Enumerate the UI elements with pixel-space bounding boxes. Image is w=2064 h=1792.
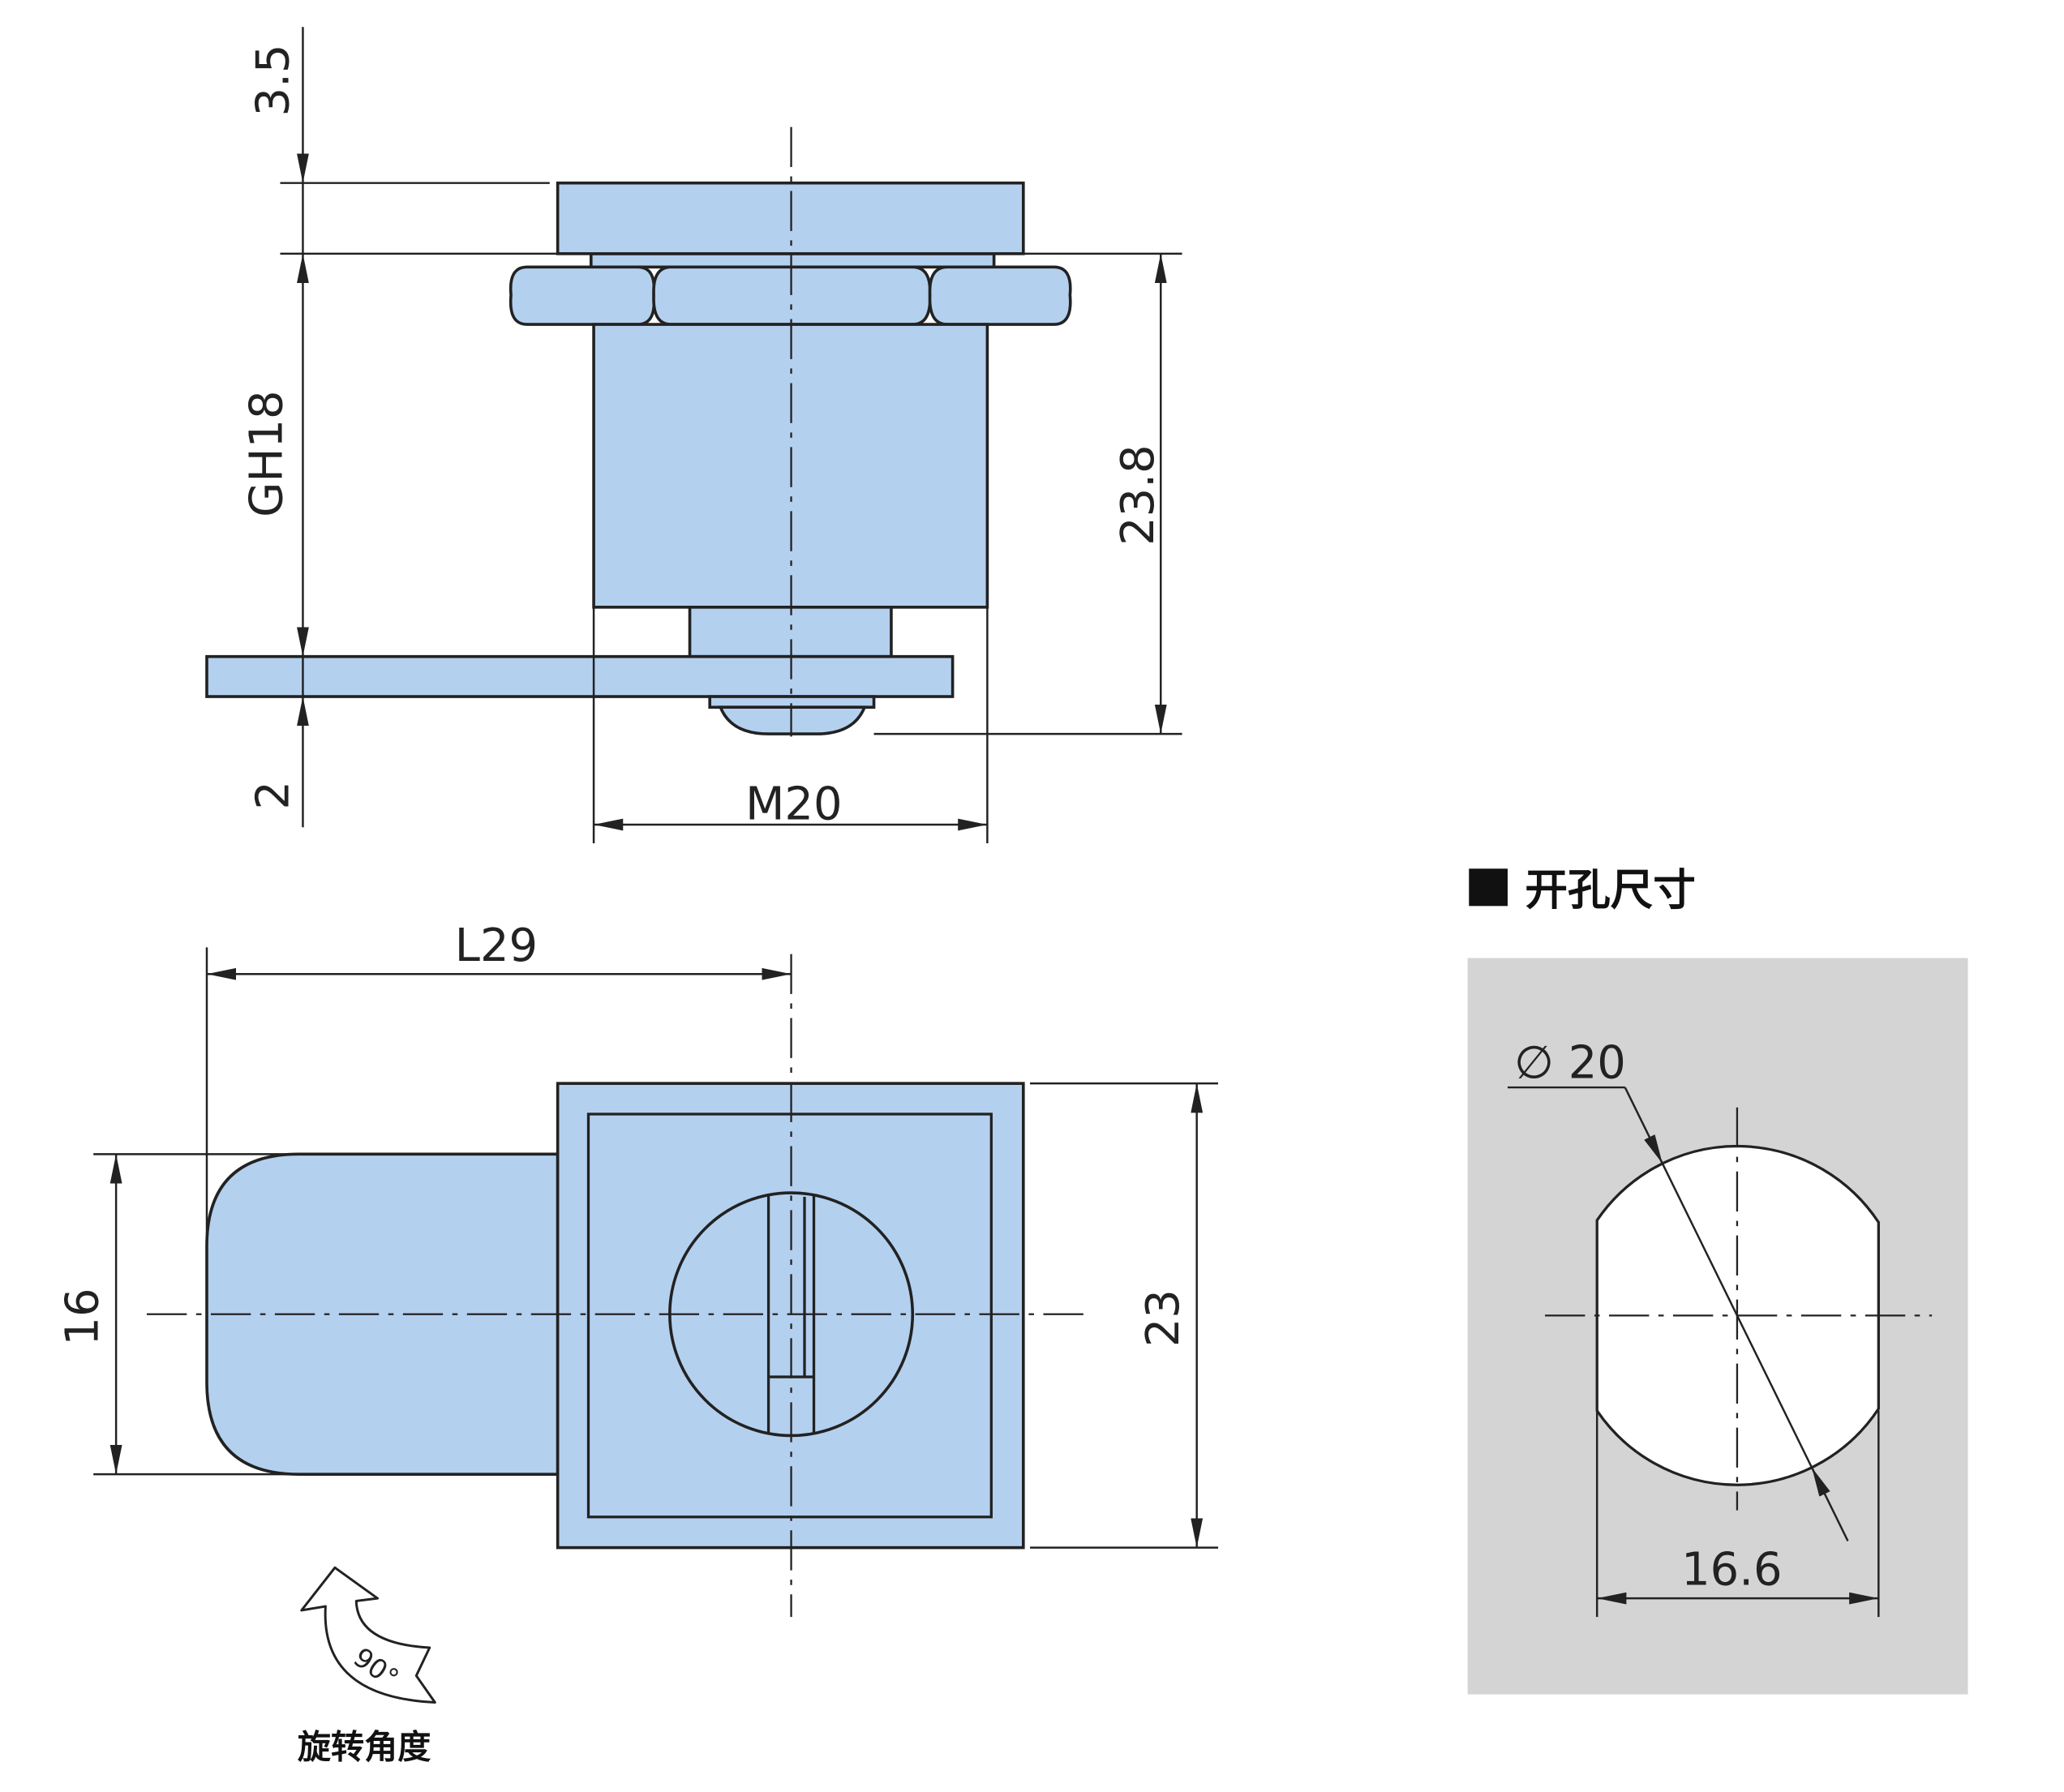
cutout-title: 开孔尺寸 [1525, 866, 1695, 915]
diameter-line [1661, 1163, 1813, 1468]
dim-label-total-height: 23.8 [1112, 444, 1165, 546]
cam-plate [205, 654, 955, 698]
dim-label-thread: M20 [745, 778, 842, 830]
hex-nut-face-right [928, 265, 1072, 326]
cutout-section: 开孔尺寸 ∅ 20 16.6 [1467, 866, 1968, 1695]
hex-nut-face-left [508, 265, 656, 326]
washer [589, 252, 996, 269]
dim-label-cam-length: L29 [455, 920, 538, 972]
dim-label-cam-width: 16 [56, 1288, 109, 1345]
diameter-label: ∅ 20 [1514, 1037, 1626, 1090]
lock-face-inner [586, 1112, 993, 1519]
screw-head [718, 705, 867, 735]
rotation-arrow-icon [300, 1566, 436, 1704]
rotation-indicator: 90° 旋转角度 [298, 1566, 436, 1767]
rotation-caption: 旋转角度 [298, 1728, 431, 1767]
dim-label-cam-thickness: 2 [247, 781, 300, 810]
dim-label-body-width: 23 [1137, 1289, 1190, 1347]
diameter-line [1810, 1467, 1849, 1541]
diameter-line [1624, 1087, 1663, 1164]
cam-tongue [205, 1152, 560, 1476]
side-view: 3.5 GH18 2 23.8 M20 [205, 27, 1182, 844]
square-bullet-icon [1469, 868, 1508, 907]
dim-label-flat-width: 16.6 [1681, 1544, 1783, 1597]
hex-nut [508, 265, 1072, 326]
dim-label-thread-length: GH18 [241, 390, 294, 517]
front-view: L29 16 23 90° 旋转角度 [56, 920, 1218, 1767]
dim-label-top: 3.5 [247, 45, 300, 117]
